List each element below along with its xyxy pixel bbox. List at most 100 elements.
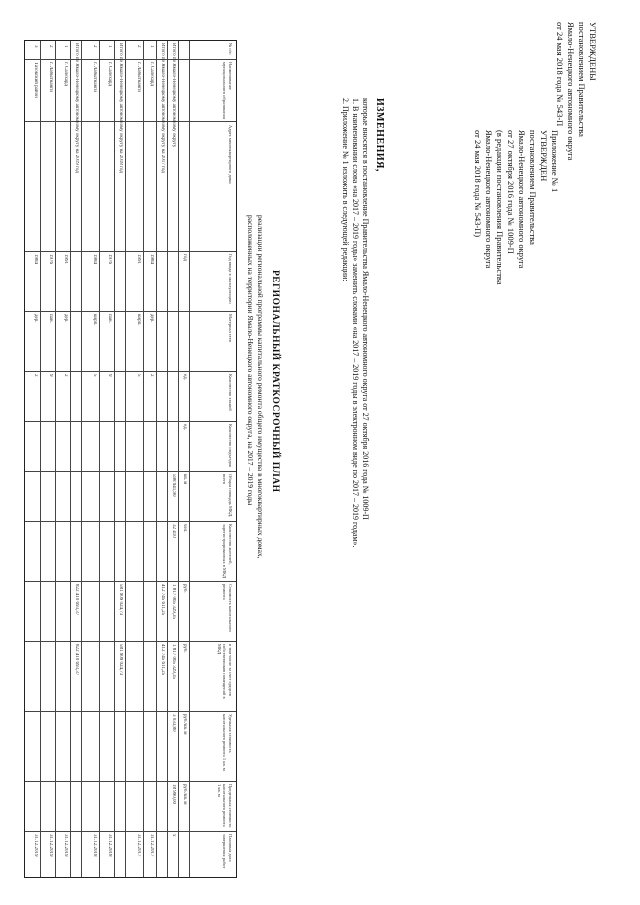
row-number: 2	[136, 45, 141, 48]
section-2017-label: Итого по Ямало-Ненецкому автономному окр…	[160, 43, 165, 173]
unit-label: кв. м	[182, 474, 187, 485]
table-column-divider	[25, 121, 236, 122]
section-2018-cost: 581 909 024,73	[118, 584, 123, 616]
row-year: 1976	[48, 254, 53, 264]
units-row-divider	[189, 41, 190, 877]
row-municipality: г. Лабытнанги	[136, 62, 141, 92]
unit-label: руб./кв. м	[182, 784, 187, 805]
row-deadline: 31.12.2019	[33, 834, 38, 857]
row-year: 1984	[92, 254, 97, 264]
header-limit-cost: Предельная стоимость капитального ремонт…	[217, 784, 233, 828]
row-floors: 2	[149, 374, 154, 377]
row-material: пан.	[48, 314, 53, 323]
appendix-line: от 27 октября 2016 года № 1009-П	[506, 130, 516, 254]
plan-subtitle-line: реализации региональной программы капита…	[256, 215, 265, 559]
changes-text: которые вносятся в постановление Правите…	[340, 98, 370, 548]
table-row-divider	[167, 41, 168, 877]
appendix-line: Ямало-Ненецкого автономного округа	[484, 130, 494, 269]
row-year: 1991	[136, 254, 141, 264]
header-unit-cost: Удельная стоимость капитального ремонта …	[222, 714, 234, 771]
row-floors: 5	[92, 374, 97, 377]
changes-item: 1. В наименовании слова «на 2017 – 2019 …	[351, 98, 360, 548]
header-year: Год ввода в эксплуатацию	[228, 254, 233, 304]
table-column-divider	[25, 471, 236, 472]
table-row-divider	[55, 41, 56, 877]
row-floors: 9	[48, 374, 53, 377]
header-floors: Количество этажей	[228, 374, 233, 411]
row-material: дер.	[33, 314, 38, 323]
plan-title: РЕГИОНАЛЬНЫЙ КРАТКОСРОЧНЫЙ ПЛАН	[270, 270, 280, 493]
row-municipality: г. Салехард	[107, 62, 112, 86]
plan-subtitle: реализации региональной программы капита…	[245, 215, 265, 559]
total-cost: 1 817 065 329,35	[171, 584, 176, 619]
appendix-line: (в редакции постановления Правительства	[495, 130, 505, 285]
header-municipality: Наименование муниципального образования	[222, 62, 234, 119]
row-deadline: 31.12.2019	[63, 834, 68, 857]
unit-label: руб.	[182, 584, 187, 593]
total-area: 598 941,90	[171, 474, 176, 497]
table-column-divider	[25, 581, 236, 582]
total-funds: 1 817 065 329,35	[171, 644, 176, 679]
row-material: дер.	[149, 314, 154, 323]
table-row-divider	[81, 41, 82, 877]
row-material: кирп.	[136, 314, 141, 326]
row-deadline: 31.12.2017	[136, 834, 141, 857]
changes-item: 2. Приложение № 1 изложить в следующей р…	[341, 98, 350, 282]
plan-table: № п/п Наименование муниципального образо…	[24, 40, 237, 878]
table-column-divider	[25, 251, 236, 252]
row-deadline: 31.12.2017	[149, 834, 154, 857]
row-municipality: г. Лабытнанги	[48, 62, 53, 92]
table-row-divider	[40, 41, 41, 877]
table-row-divider	[143, 41, 144, 877]
table-column-divider	[25, 59, 236, 60]
table-column-divider	[25, 521, 236, 522]
appendix-line: УТВЕРЖДЕН	[539, 130, 549, 182]
table-column-divider	[25, 641, 236, 642]
unit-label: руб.	[182, 644, 187, 653]
header-cost: Стоимость капитального ремонта	[222, 584, 234, 632]
table-row-divider	[114, 41, 115, 877]
approval-line: УТВЕРЖДЕНЫ	[588, 22, 598, 81]
changes-title: ИЗМЕНЕНИЯ,	[374, 98, 385, 172]
total-note: х	[171, 834, 176, 837]
section-2017-funds: 412 745 611,25	[160, 644, 165, 676]
section-2018-funds: 581 909 024,73	[118, 644, 123, 676]
plan-subtitle-line: расположенных на территории Ямало-Ненецк…	[246, 215, 255, 506]
row-material: кирп.	[92, 314, 97, 326]
header-deadline: Плановая дата завершения работ	[222, 834, 234, 869]
row-floors: 5	[136, 374, 141, 377]
row-number: 2	[92, 45, 97, 48]
section-2019-label: Итого по Ямало-Ненецкому автономному окр…	[74, 43, 79, 173]
section-2017-cost: 412 745 611,25	[160, 584, 165, 616]
appendix-line: Приложение № 1	[550, 130, 560, 193]
row-floors: 2	[33, 374, 38, 377]
table-column-divider	[25, 781, 236, 782]
total-residents: 32 410	[171, 524, 176, 538]
header-material: Материал стен	[228, 314, 233, 343]
table-row-divider	[156, 41, 157, 877]
header-entrances: Количество подъездов	[228, 424, 233, 467]
row-municipality: г. Лабытнанги	[92, 62, 97, 92]
approval-stamp: УТВЕРЖДЕНЫ постановлением Правительства …	[554, 22, 598, 160]
total-limit-cost: 18 990,00	[171, 784, 176, 804]
appendix-line: от 24 мая 2018 года № 543-П)	[473, 130, 483, 238]
row-deadline: 31.12.2019	[48, 834, 53, 857]
row-floors: 9	[107, 374, 112, 377]
row-year: 1991	[63, 254, 68, 264]
section-2019-funds: 822 410 693,37	[74, 644, 79, 676]
unit-label: год	[182, 254, 187, 261]
row-municipality: г. Салехард	[149, 62, 154, 86]
row-year: 1984	[149, 254, 154, 264]
table-column-divider	[25, 831, 236, 832]
row-number: 1	[107, 45, 112, 48]
row-number: 1	[63, 45, 68, 48]
table-column-divider	[25, 711, 236, 712]
row-deadline: 31.12.2018	[92, 834, 97, 857]
row-material: дер.	[63, 314, 68, 323]
unit-label: ед.	[182, 374, 187, 380]
unit-label: руб./кв. м	[182, 714, 187, 735]
header-funds: в том числе за счет средств собственнико…	[217, 644, 233, 699]
unit-label: чел.	[182, 524, 187, 533]
